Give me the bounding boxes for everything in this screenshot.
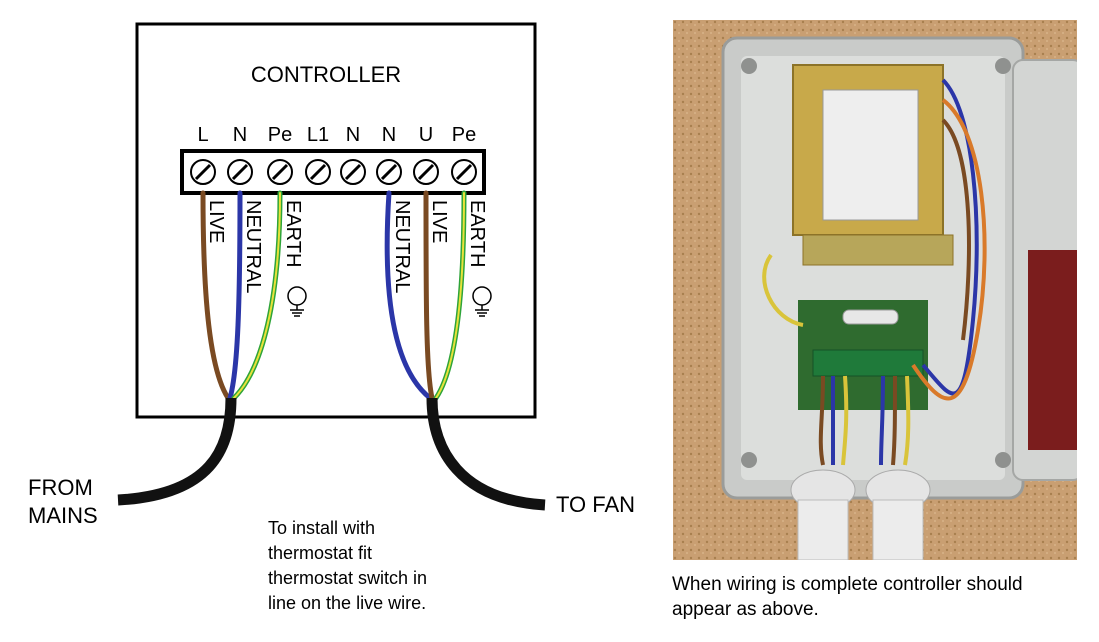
right-wires — [384, 190, 467, 401]
wire-label-earth: EARTH — [282, 200, 304, 267]
wire-labels: LIVE NEUTRAL EARTH NEUTRAL LIVE EARTH — [205, 200, 488, 293]
lid-board — [1028, 250, 1077, 450]
screw-icon — [413, 159, 439, 185]
controller-photo — [673, 20, 1077, 560]
earth-wire-stripe — [435, 192, 465, 399]
photo-caption: When wiring is complete controller shoul… — [672, 574, 1023, 620]
from-mains-label-line1: FROM — [28, 475, 93, 500]
terminal-label: L — [197, 124, 208, 146]
transformer-bracket — [802, 234, 954, 266]
screw-icon — [451, 159, 477, 185]
terminal-screws — [190, 159, 477, 185]
screw-icon — [227, 159, 253, 185]
photo-wires — [762, 78, 987, 466]
earth-symbol-icon — [472, 286, 492, 317]
terminal-label: N — [233, 124, 247, 146]
terminal-label: Pe — [452, 124, 476, 146]
cable-gland-body — [797, 499, 849, 560]
controller-photo-illustration — [673, 20, 1077, 560]
thermostat-install-note: To install with thermostat fit thermosta… — [268, 518, 428, 613]
earth-symbol-icon — [287, 286, 307, 317]
screw-icon — [190, 159, 216, 185]
terminal-label: N — [346, 124, 360, 146]
terminal-label: U — [419, 124, 433, 146]
terminal-label: N — [382, 124, 396, 146]
from-mains-label-line2: MAINS — [28, 503, 98, 528]
controller-title: CONTROLLER — [251, 62, 401, 87]
neutral-wire — [384, 190, 433, 401]
terminal-label: Pe — [268, 124, 292, 146]
fuse — [842, 309, 899, 325]
wire-label-live: LIVE — [428, 200, 450, 243]
to-fan-label: TO FAN — [556, 492, 635, 517]
neutral-wire — [227, 190, 243, 401]
live-wire — [423, 190, 435, 401]
wire-label-live: LIVE — [205, 200, 227, 243]
screw-icon — [267, 159, 293, 185]
screw-icon — [376, 159, 402, 185]
screw-icon — [340, 159, 366, 185]
terminal-strip — [812, 349, 924, 377]
mains-cable — [117, 397, 237, 506]
wire-label-neutral: NEUTRAL — [391, 200, 413, 293]
terminal-labels: L N Pe L1 N N U Pe — [197, 124, 476, 146]
wire-label-neutral: NEUTRAL — [242, 200, 264, 293]
fan-cable — [426, 397, 546, 511]
cable-gland-body — [872, 499, 924, 560]
left-wires — [200, 190, 283, 401]
earth-wire-stripe — [233, 192, 281, 399]
transformer-label — [822, 89, 919, 221]
wire-label-earth: EARTH — [466, 200, 488, 267]
live-wire — [200, 190, 231, 401]
terminal-label: L1 — [307, 124, 329, 146]
screw-icon — [305, 159, 331, 185]
